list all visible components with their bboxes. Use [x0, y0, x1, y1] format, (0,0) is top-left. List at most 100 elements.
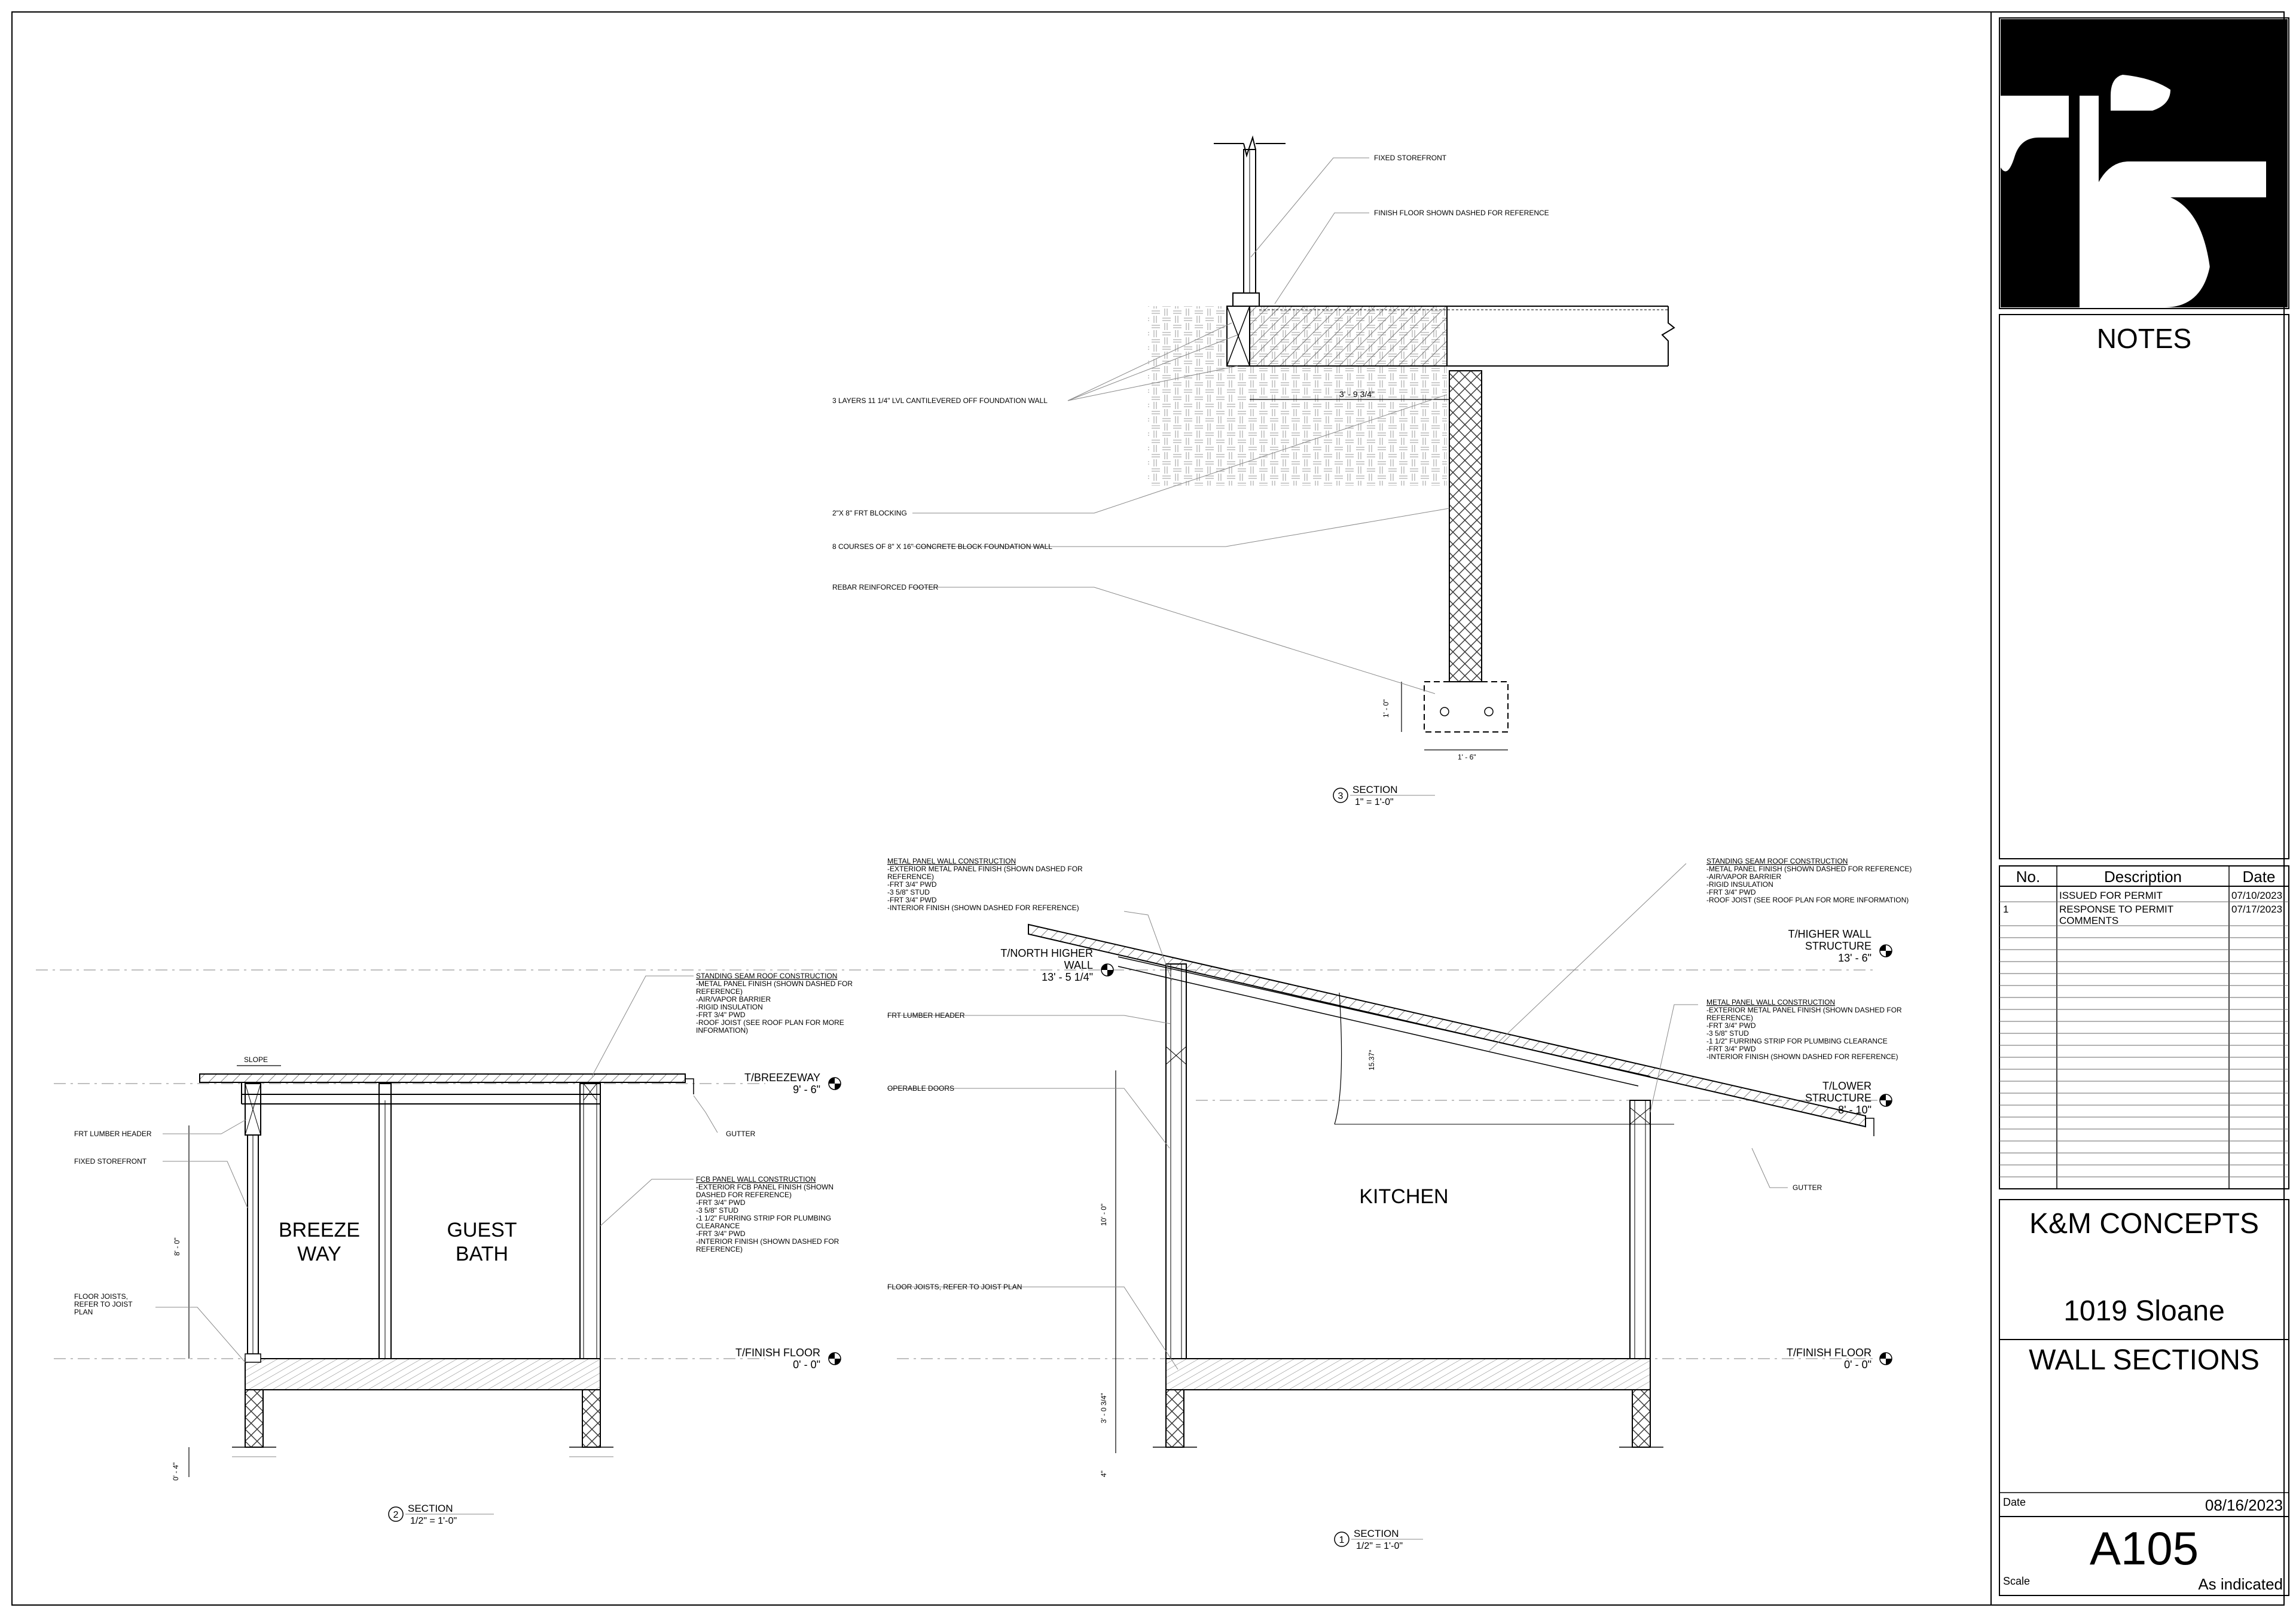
section-tag-number: 3 — [1338, 791, 1344, 801]
level-floor-elev: 0' - 0" — [793, 1359, 820, 1371]
date-value: 08/16/2023 — [2205, 1496, 2283, 1514]
callout-line: -3 5/8" STUD — [887, 888, 930, 896]
callout-line: -3 5/8" STUD — [1706, 1029, 1749, 1038]
callout-footer: REBAR REINFORCED FOOTER — [832, 583, 939, 591]
notes-heading: NOTES — [2097, 323, 2191, 354]
callout-finish-floor: FINISH FLOOR SHOWN DASHED FOR REFERENCE — [1374, 209, 1549, 217]
callout-line: -INTERIOR FINISH (SHOWN DASHED FOR REFER… — [1706, 1052, 1898, 1061]
callout-storefront: FIXED STOREFRONT — [74, 1157, 147, 1166]
level-lower-elev: 8' - 10" — [1838, 1104, 1871, 1116]
section-3-detail: 3' - 9 3/4" 1' - 0" 1' - 6" FIXED STOREF… — [832, 135, 1675, 807]
level-north-name-2: WALL — [1064, 959, 1093, 971]
level-marker — [828, 1077, 841, 1090]
callout-gutter: GUTTER — [726, 1130, 756, 1138]
level-breezeway-name: T/BREEZEWAY — [744, 1072, 820, 1084]
level-higher-name: T/HIGHER WALL — [1788, 928, 1871, 940]
firm-logo — [2001, 19, 2288, 307]
callout-fcb-line: CLEARANCE — [696, 1222, 740, 1230]
room-guest-bath-line2: BATH — [456, 1243, 508, 1265]
callout-roof-line: -FRT 3/4" PWD — [696, 1011, 746, 1019]
callout-line: -1 1/2" FURRING STRIP FOR PLUMBING CLEAR… — [1706, 1037, 1888, 1045]
callout-fcb-wall: FCB PANEL WALL CONSTRUCTION -EXTERIOR FC… — [696, 1175, 841, 1253]
level-marker — [1101, 963, 1114, 977]
callout-roof: STANDING SEAM ROOF CONSTRUCTION -METAL P… — [696, 972, 854, 1035]
callout-roof-line: INFORMATION) — [696, 1026, 748, 1035]
callout-line: -AIR/VAPOR BARRIER — [1706, 872, 1781, 881]
dim-below: 3' - 0 3/4" — [1100, 1393, 1108, 1423]
callout-line: -ROOF JOIST (SEE ROOF PLAN FOR MORE INFO… — [1706, 896, 1909, 904]
section-tag-bubble — [388, 1506, 404, 1522]
dim-below-2: 4" — [1100, 1470, 1108, 1477]
callout-blocking: 2"X 8" FRT BLOCKING — [832, 509, 907, 517]
section-tag-number: 1 — [1339, 1535, 1345, 1545]
section-tag-number: 2 — [393, 1510, 399, 1520]
section-tag-label: SECTION — [1352, 784, 1398, 795]
level-marker — [1879, 1352, 1892, 1365]
callout-joists-line: PLAN — [74, 1308, 93, 1316]
scale-label: Scale — [2003, 1575, 2030, 1587]
scale-value: As indicated — [2198, 1575, 2283, 1593]
callout-joists-line: REFER TO JOIST — [74, 1300, 133, 1308]
callout-lvl: 3 LAYERS 11 1/4" LVL CANTILEVERED OFF FO… — [832, 396, 1048, 405]
callout-line: -EXTERIOR METAL PANEL FINISH (SHOWN DASH… — [887, 865, 1083, 873]
sheet-title: WALL SECTIONS — [2029, 1344, 2260, 1376]
callout-metal-wall-right: METAL PANEL WALL CONSTRUCTION -EXTERIOR … — [1706, 998, 1904, 1061]
dim-footer-width: 1' - 6" — [1458, 753, 1476, 761]
dim-cantilever: 3' - 9 3/4" — [1339, 389, 1375, 399]
rev-row-no: 1 — [2003, 904, 2008, 915]
callout-line: METAL PANEL WALL CONSTRUCTION — [887, 857, 1016, 865]
level-lower-name-2: STRUCTURE — [1805, 1092, 1871, 1104]
level-floor-name: T/FINISH FLOOR — [1787, 1347, 1871, 1359]
callout-fcb-line: FCB PANEL WALL CONSTRUCTION — [696, 1175, 816, 1183]
callout-roof-line: -AIR/VAPOR BARRIER — [696, 995, 771, 1003]
room-guest-bath: GUEST — [447, 1219, 517, 1241]
section-2-detail: SLOPE 8' - 0" 0' - 4" BREEZE — [54, 972, 854, 1526]
callout-roof-line: -ROOF JOIST (SEE ROOF PLAN FOR MORE — [696, 1018, 844, 1027]
callout-line: -FRT 3/4" PWD — [887, 880, 937, 889]
callout-block-wall: 8 COURSES OF 8" X 16" CONCRETE BLOCK FOU… — [832, 542, 1052, 551]
dim-wall-height: 10' - 0" — [1100, 1204, 1108, 1226]
callout-joists-line: FLOOR JOISTS, — [74, 1292, 128, 1301]
level-north-name: T/NORTH HIGHER — [1000, 947, 1093, 959]
callout-fcb-line: DASHED FOR REFERENCE) — [696, 1191, 792, 1199]
callout-gutter: GUTTER — [1793, 1183, 1822, 1192]
callout-line: -FRT 3/4" PWD — [1706, 1021, 1756, 1030]
section-tag-label: SECTION — [408, 1503, 453, 1514]
callout-header: FRT LUMBER HEADER — [74, 1130, 152, 1138]
callout-fixed-storefront: FIXED STOREFRONT — [1374, 154, 1447, 162]
dim-footer-height: 1' - 0" — [1382, 699, 1390, 718]
level-lower-name: T/LOWER — [1822, 1080, 1871, 1092]
date-label: Date — [2003, 1496, 2026, 1508]
level-north-elev: 13' - 5 1/4" — [1042, 971, 1093, 983]
room-kitchen: KITCHEN — [1359, 1185, 1448, 1208]
level-breezeway-elev: 9' - 6" — [793, 1084, 820, 1096]
level-higher-name-2: STRUCTURE — [1805, 940, 1871, 952]
revision-table: No. Description Date ISSUED FOR PERMIT 0… — [1999, 865, 2289, 1189]
rev-header-date: Date — [2243, 868, 2276, 886]
dim-wall-height: 8' - 0" — [173, 1237, 181, 1256]
title-block: NOTES No. Description Date ISSUED FOR PE… — [1999, 17, 2289, 1596]
callout-line: REFERENCE) — [887, 872, 934, 881]
callout-fcb-line: -FRT 3/4" PWD — [696, 1198, 746, 1207]
callout-line: REFERENCE) — [1706, 1014, 1753, 1022]
callout-header: FRT LUMBER HEADER — [887, 1011, 965, 1020]
roof-angle: 15.37° — [1367, 1049, 1376, 1070]
callout-fcb-line: REFERENCE) — [696, 1245, 743, 1253]
callout-joists: FLOOR JOISTS, REFER TO JOIST PLAN — [74, 1292, 135, 1316]
rev-row-date: 07/10/2023 — [2231, 890, 2282, 901]
company-name: K&M CONCEPTS — [2029, 1208, 2259, 1240]
callout-line: -EXTERIOR METAL PANEL FINISH (SHOWN DASH… — [1706, 1006, 1902, 1014]
room-breezeway-line2: WAY — [297, 1243, 341, 1265]
callout-roof-line: STANDING SEAM ROOF CONSTRUCTION — [696, 972, 837, 980]
callout-doors: OPERABLE DOORS — [887, 1084, 954, 1093]
callout-line: -RIGID INSULATION — [1706, 880, 1773, 889]
callout-fcb-line: -1 1/2" FURRING STRIP FOR PLUMBING — [696, 1214, 831, 1222]
room-breezeway: BREEZE — [279, 1219, 360, 1241]
slope-label: SLOPE — [244, 1055, 268, 1064]
callout-line: -INTERIOR FINISH (SHOWN DASHED FOR REFER… — [887, 904, 1079, 912]
callout-line: -FRT 3/4" PWD — [1706, 1045, 1756, 1053]
callout-fcb-line: -INTERIOR FINISH (SHOWN DASHED FOR — [696, 1237, 839, 1246]
callout-roof: STANDING SEAM ROOF CONSTRUCTION -METAL P… — [1706, 857, 1914, 904]
